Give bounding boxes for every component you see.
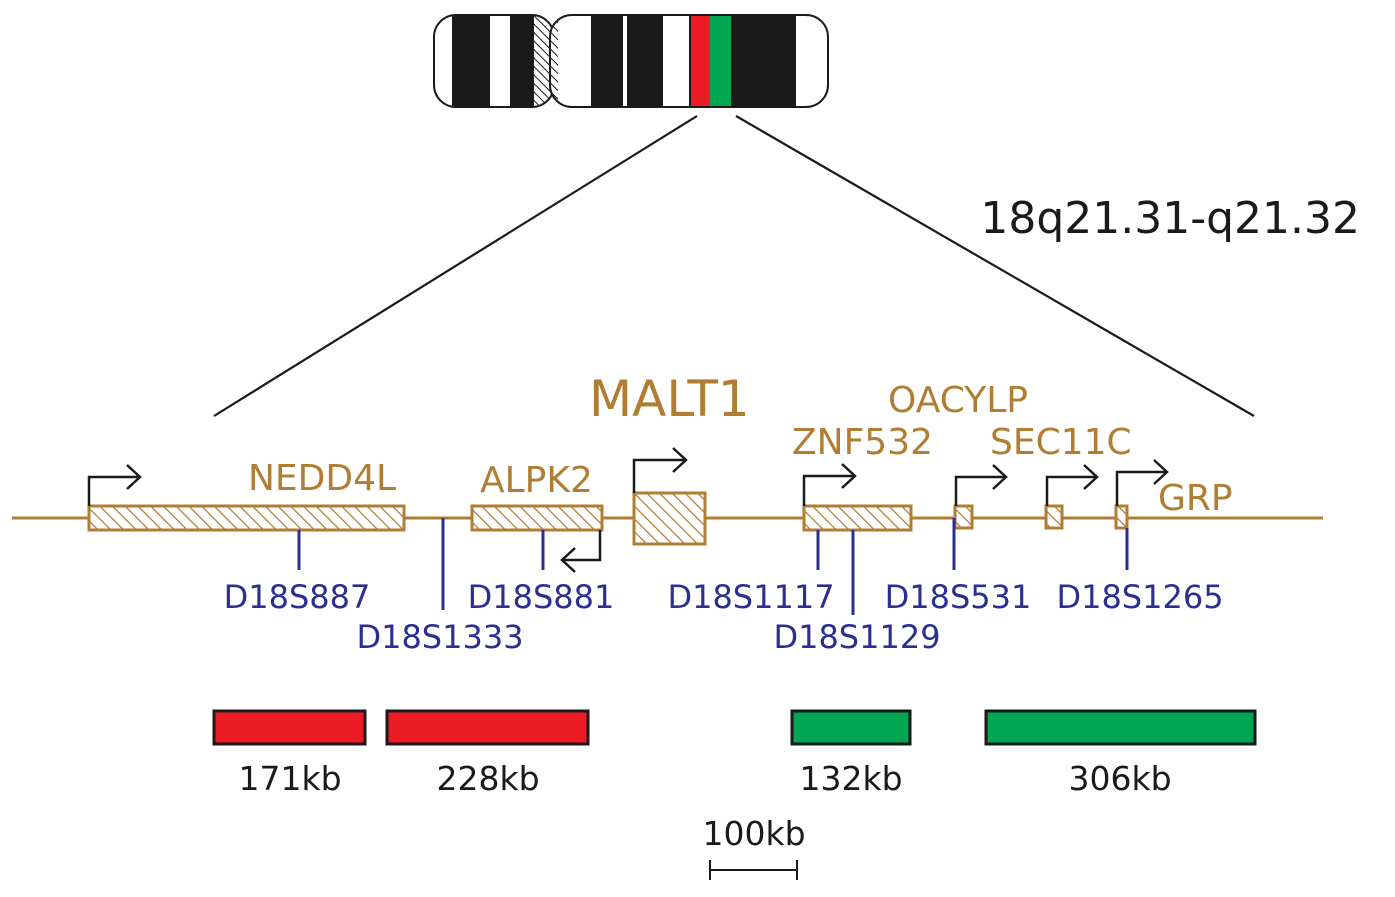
gene-znf532-box [802,504,913,532]
marker-label-d18s887: D18S887 [224,578,371,616]
zoom-line-left [213,115,698,417]
band-red [690,15,710,107]
band [732,15,796,107]
band [627,15,663,107]
tss-arrow-nedd4l [87,464,142,506]
band [591,15,623,107]
scale-bar [709,860,798,880]
segment-label-171kb: 171kb [238,759,341,798]
gene-label-znf532: ZNF532 [792,422,933,463]
marker-label-d18s531: D18S531 [885,578,1032,616]
segment-label-306kb: 306kb [1068,759,1171,798]
tss-arrow-sec11c [1045,464,1099,506]
marker-label-d18s1265: D18S1265 [1056,578,1223,616]
gene-nedd4l-box [87,504,406,532]
gene-label-nedd4l: NEDD4L [248,458,396,499]
gene-label-malt1: MALT1 [589,370,750,428]
tss-arrow-grp [1115,459,1169,506]
marker-label-d18s1333: D18S1333 [356,618,523,656]
marker-label-d18s1117: D18S1117 [667,578,834,616]
marker-label-d18s881: D18S881 [468,578,615,616]
segment-bar-228kb [385,709,590,746]
segment-bar-132kb [790,709,912,746]
region-label: 18q21.31-q21.32 [980,193,1360,244]
segment-bar-306kb [984,709,1257,746]
band [510,15,534,107]
gene-label-oacylp: OACYLP [888,380,1028,421]
chromosome-ideogram [433,14,829,108]
gene-oacylp-box [953,504,974,530]
marker-ticks [297,518,1129,615]
genes [87,491,1129,546]
tss-arrow-znf532 [802,463,857,506]
scale-bar-label: 100kb [702,814,805,853]
p-arm [434,15,554,107]
segment-bar-171kb [212,709,367,746]
gene-grp-box [1114,504,1129,530]
tss-arrows [87,447,1169,573]
segment-label-132kb: 132kb [799,759,902,798]
tss-arrow-malt1 [632,447,688,493]
gene-malt1-box [632,491,707,546]
gene-label-alpk2: ALPK2 [480,460,593,501]
segment-label-228kb: 228kb [436,759,539,798]
band-green [710,15,732,107]
marker-label-d18s1129: D18S1129 [773,618,940,656]
gene-label-grp: GRP [1158,478,1233,519]
tss-arrow-oacylp [954,464,1008,506]
gene-alpk2-box [470,504,604,532]
zoom-line-right [735,115,1255,417]
gene-label-sec11c: SEC11C [990,422,1132,463]
gene-sec11c-box [1044,504,1064,530]
tss-arrow-alpk2-reverse [560,530,602,573]
q-arm [550,15,828,107]
band [452,15,490,107]
